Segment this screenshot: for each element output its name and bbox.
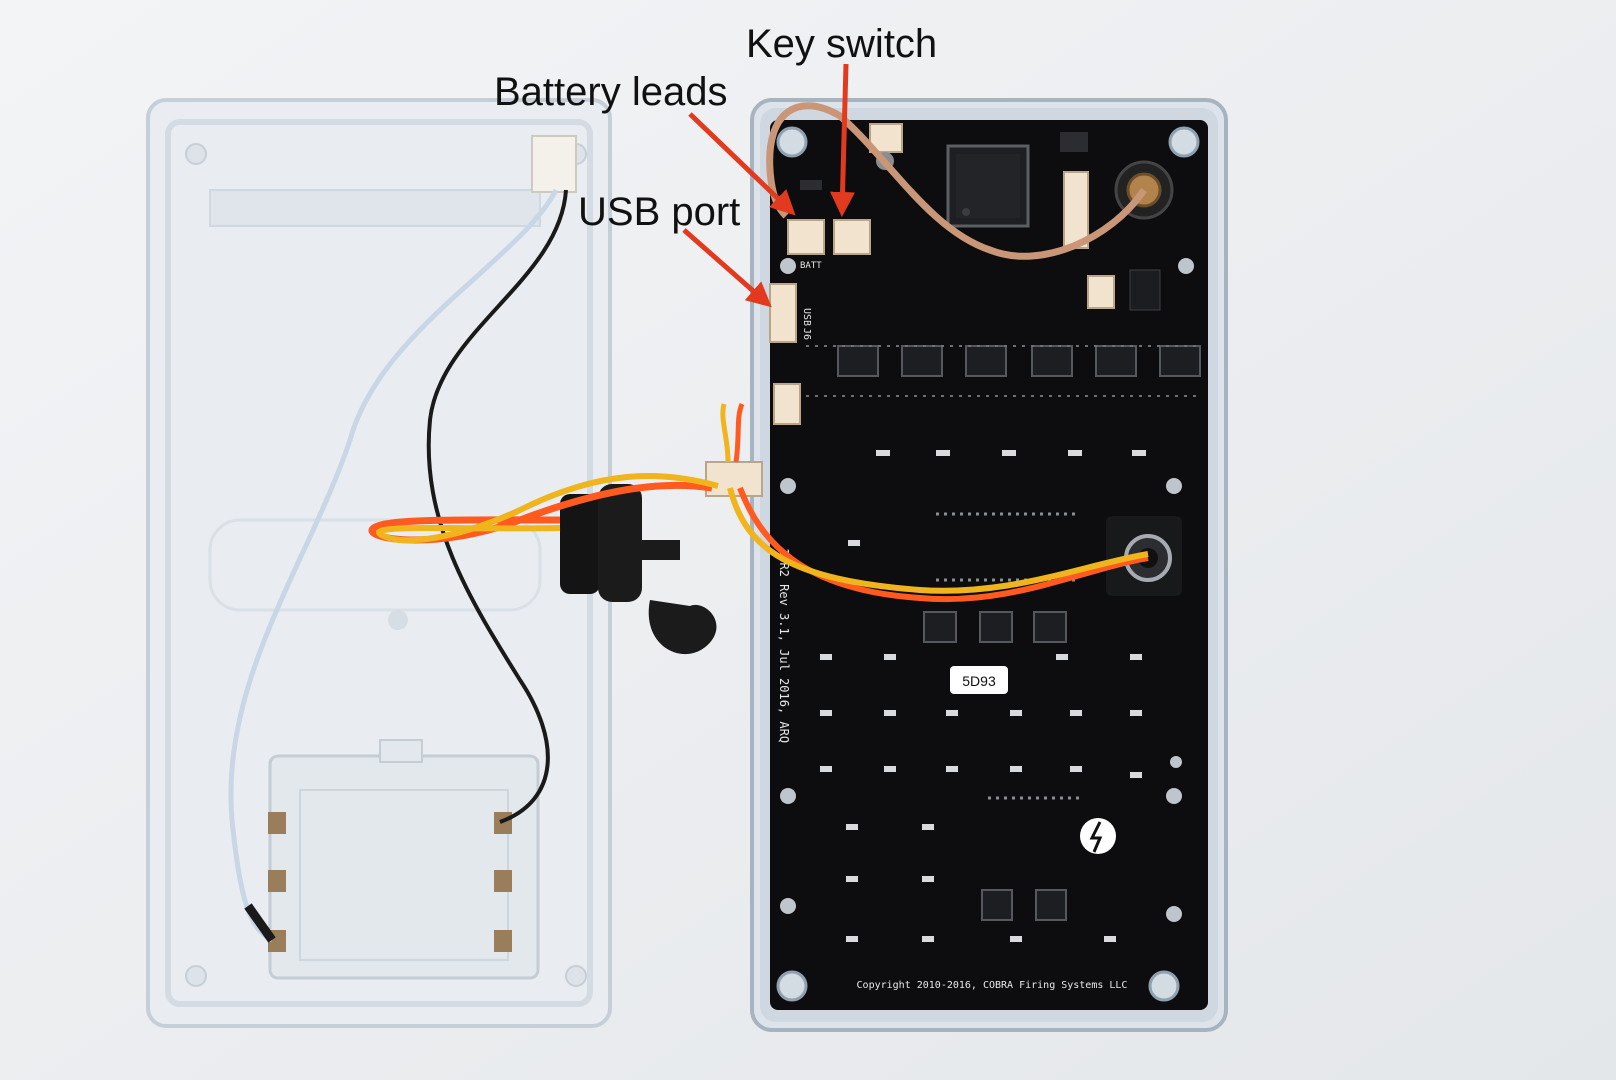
wire-red-short [733,403,745,463]
j6-silk: J6 [801,328,812,340]
serial-sticker [950,666,1008,694]
driver-chip-row [806,345,1201,397]
wire-red-long [737,486,1149,603]
screws [780,258,1194,922]
pcb-board [770,120,1208,1010]
coax-cable [766,102,1147,260]
wire-yellow-long [727,487,1149,594]
board-revision: 18R2 Rev 3.1, Jul 2016, ARQ [777,548,791,743]
lightning-icon [1089,821,1103,853]
standoffs [776,126,1200,1002]
usb-silk: USB [801,308,812,326]
clear-enclosure-left [146,98,612,1028]
heat-shrink [244,903,276,943]
battery-contact [268,870,286,892]
label-usb-port: USB port [578,190,741,234]
usb-bulkhead-connector [560,484,717,655]
serial-label: 5D93 [962,673,996,689]
battery-contact [494,930,512,952]
wire-yellow-short [720,403,731,463]
microcontroller-chip [946,144,1030,228]
wire-yellow-loop [376,473,719,544]
lightning-sticker [1080,818,1116,854]
wire-white [228,188,559,943]
arrow-usb-port [682,228,772,308]
battery-contact [268,812,286,834]
board-copyright: Copyright 2010-2016, COBRA Firing System… [857,980,1128,991]
label-key-switch: Key switch [746,22,938,66]
key-switch-connector [833,219,871,255]
batt-silk: BATT [800,261,822,271]
usb-connector [769,283,797,343]
connectors [769,123,1161,425]
led-pads [820,450,1146,942]
middle-chip-row [923,611,1067,921]
battery-connector [787,219,825,255]
arrow-battery-leads [688,112,796,216]
wire-connector [705,461,763,497]
arrow-key-switch [830,63,856,217]
label-battery-leads: Battery leads [494,70,728,114]
annotation-arrows [682,63,856,308]
battery-contact [494,870,512,892]
